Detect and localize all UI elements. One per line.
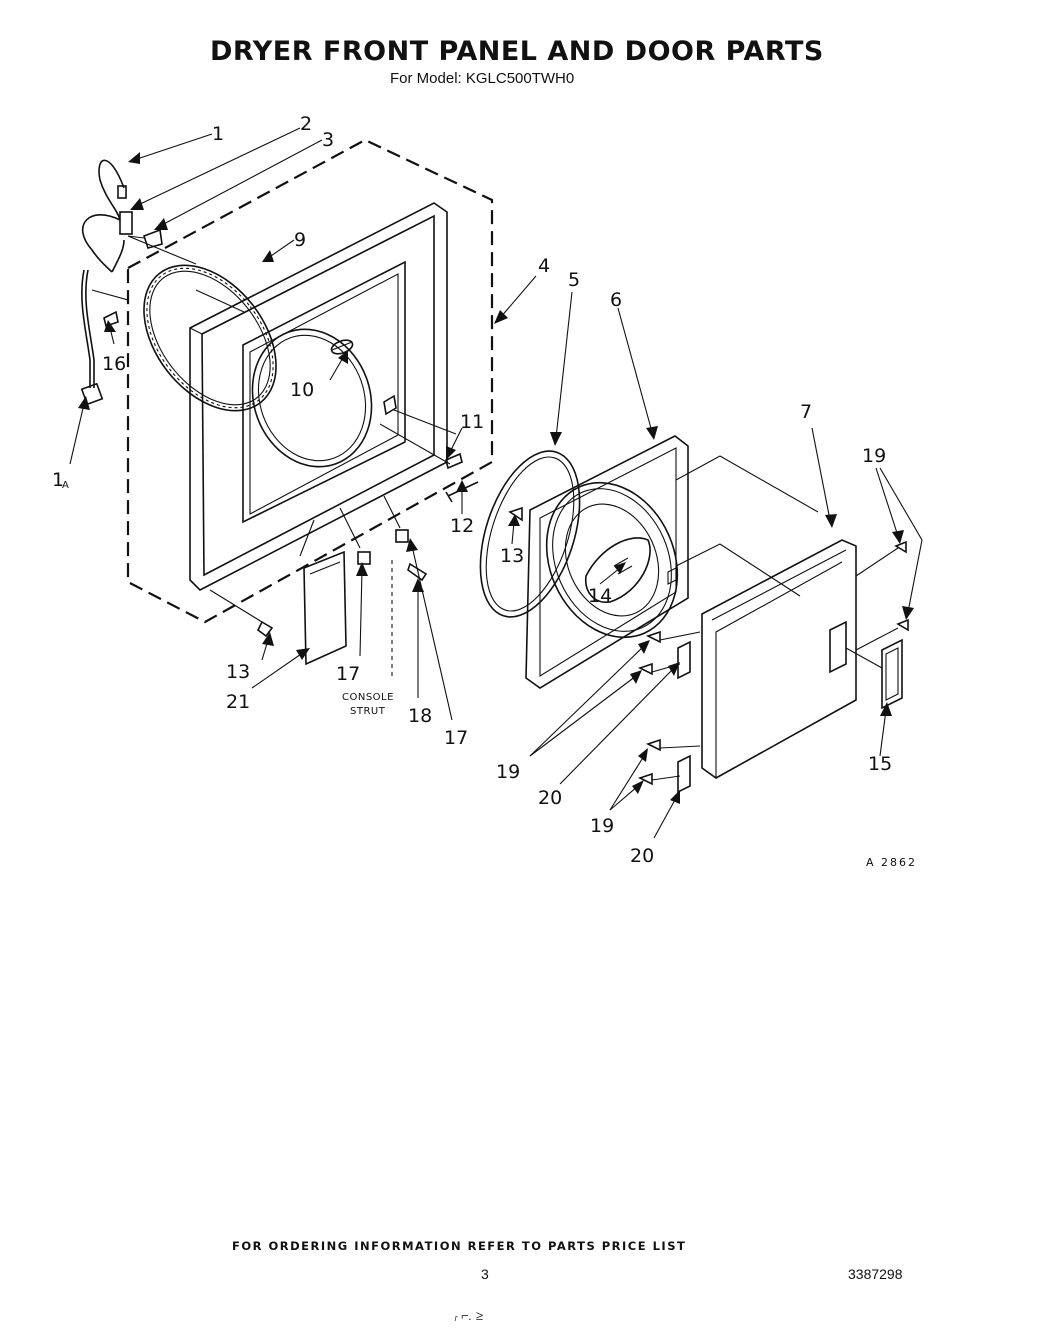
callout-4: 4 xyxy=(538,255,550,277)
callout-17-right: 17 xyxy=(444,727,468,749)
console-strut-label-2: STRUT xyxy=(350,706,386,717)
callout-11: 11 xyxy=(460,411,484,433)
bottom-mark: ᵣ ⌐. ≥ xyxy=(455,1308,484,1323)
callout-13-bottom: 13 xyxy=(226,661,250,683)
callout-1: 1 xyxy=(212,123,224,145)
hardware-screws xyxy=(256,452,909,786)
hinges xyxy=(677,640,691,794)
leader-lines xyxy=(69,127,923,839)
door-outer-panel xyxy=(701,539,857,779)
callout-3: 3 xyxy=(322,129,334,151)
model-subtitle: For Model: KGLC500TWH0 xyxy=(390,70,575,87)
callout-20-lower: 20 xyxy=(630,845,654,867)
callout-15: 15 xyxy=(868,753,892,775)
callout-12: 12 xyxy=(450,515,474,537)
page-title: DRYER FRONT PANEL AND DOOR PARTS xyxy=(210,36,824,67)
callout-1a-sub: A xyxy=(62,480,69,491)
callout-19-mid: 19 xyxy=(496,761,520,783)
callout-2: 2 xyxy=(300,113,312,135)
callout-19-right: 19 xyxy=(862,445,886,467)
figure-code: A 2862 xyxy=(866,856,917,869)
callout-5: 5 xyxy=(568,269,580,291)
wire-harness xyxy=(80,159,163,406)
callout-10: 10 xyxy=(290,379,314,401)
callout-1a-number: 1 xyxy=(52,469,64,491)
callout-13-door: 13 xyxy=(500,545,524,567)
document-number: 3387298 xyxy=(848,1266,903,1282)
alignment-lines xyxy=(91,235,899,781)
door-handle xyxy=(881,638,903,710)
callout-20-upper: 20 xyxy=(538,787,562,809)
callout-16: 16 xyxy=(102,353,126,375)
callout-18: 18 xyxy=(408,705,432,727)
callout-9: 9 xyxy=(294,229,306,251)
drum-seal xyxy=(143,264,277,412)
console-strut-label-1: CONSOLE xyxy=(342,692,394,703)
callout-19-lower: 19 xyxy=(590,815,614,837)
door-inner-panel xyxy=(525,435,689,689)
door-seal xyxy=(479,450,581,618)
callout-6: 6 xyxy=(610,289,622,311)
callout-14: 14 xyxy=(588,585,612,607)
ordering-note: FOR ORDERING INFORMATION REFER TO PARTS … xyxy=(232,1239,687,1253)
callout-21: 21 xyxy=(226,691,250,713)
access-cover xyxy=(303,550,347,666)
callout-17-left: 17 xyxy=(336,663,360,685)
page-number: 3 xyxy=(481,1266,489,1282)
callout-7: 7 xyxy=(800,401,812,423)
